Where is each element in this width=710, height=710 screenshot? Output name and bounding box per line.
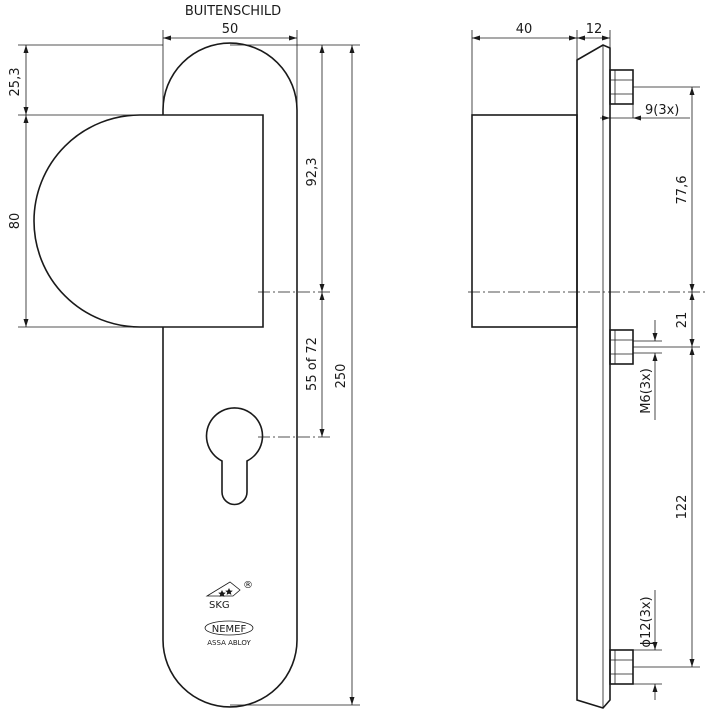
arrowhead [633,115,641,121]
mounting-boss-top [609,69,634,105]
arrowhead [289,35,297,41]
arrowhead [319,284,325,292]
skg-logo: ® SKG [205,580,253,611]
plate-side-outline [576,44,611,709]
arrowhead [689,339,695,347]
arrowhead [602,35,610,41]
dim-to-center: 92,3 [305,158,320,187]
dim-mid-spacing: 21 [675,312,690,329]
plate-edge-line [576,699,604,709]
arrowhead [163,35,171,41]
arrowhead [652,642,658,650]
arrowhead [652,684,658,692]
skg-registered: ® [243,580,253,591]
arrowhead [689,87,695,95]
dim-lower-spacing: 122 [675,495,690,520]
assa-abloy-text: ASSA ABLOY [207,639,251,647]
arrowhead [577,35,585,41]
front-view-title: BUITENSCHILD [185,4,281,19]
dim-cylinder-spacing: 55 of 72 [305,337,320,391]
nemef-logo: NEMEF ASSA ABLOY [204,620,254,647]
arrowhead [472,35,480,41]
mounting-boss-bottom [609,649,634,685]
arrowhead [652,333,658,341]
arrowhead [652,353,658,361]
star-icon [225,588,233,595]
arrowhead [689,292,695,300]
dim-knob-height: 80 [8,213,23,230]
arrowhead [349,45,355,53]
arrowhead [319,429,325,437]
arrowhead [689,659,695,667]
arrowhead [23,45,29,53]
mounting-boss-middle [609,329,634,365]
dim-plate-depth: 12 [586,22,603,37]
escutcheon-plate-outline [162,42,298,708]
side-view: 40 12 9(3x) 77,6 21 122 M6(3x) [468,22,705,709]
arrowhead [319,45,325,53]
arrowhead [319,292,325,300]
arrowhead [602,115,610,121]
skg-text: SKG [209,600,230,611]
front-view: BUITENSCHILD 50 25,3 80 [8,4,360,708]
nemef-badge [204,620,254,636]
dim-upper-spacing: 77,6 [675,176,690,205]
plate-edge-line [576,44,604,61]
arrowhead [569,35,577,41]
star-icon [218,590,226,597]
dim-boss-diameter: ϕ12(3x) [639,596,654,647]
arrowhead [689,284,695,292]
dim-knob-depth: 40 [516,22,533,37]
knob-outline [33,114,264,328]
arrowhead [689,347,695,355]
dim-width: 50 [222,22,239,37]
dim-thread: M6(3x) [639,368,654,414]
skg-house-icon [205,581,241,597]
arrowhead [349,697,355,705]
cylinder-hole [205,407,264,506]
arrowhead [23,115,29,123]
dim-boss-depth: 9(3x) [645,103,679,118]
arrowhead [23,319,29,327]
arrowhead [23,107,29,115]
nemef-text: NEMEF [212,624,247,635]
dim-total-height: 250 [334,364,349,389]
dim-top-offset: 25,3 [8,68,23,97]
knob-side-outline [471,114,578,328]
